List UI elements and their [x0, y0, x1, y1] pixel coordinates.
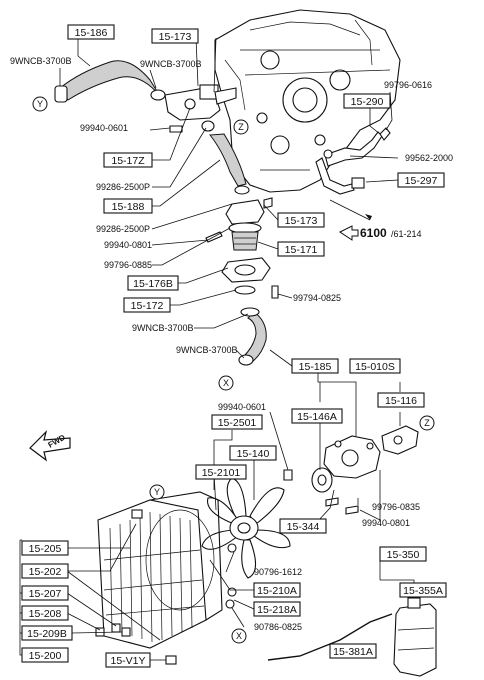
- part-number: 99796-0885: [104, 260, 152, 270]
- fwd-arrow: FWD: [29, 430, 71, 462]
- part-number: 9WNCB-3700B: [132, 323, 194, 333]
- part-number: 99796-0616: [384, 80, 432, 90]
- part-number: 99940-0601: [218, 402, 266, 412]
- boxed-part-label: 15-350: [387, 549, 420, 561]
- part-number: 99286-2500P: [96, 182, 150, 192]
- part-number: 99940-0801: [362, 518, 410, 528]
- callout-y-bottom: Y: [154, 487, 160, 497]
- upper-hose-drawing: [54, 60, 250, 195]
- part-number: 99286-2500P: [96, 224, 150, 234]
- reference-note: 6100 /61-214: [329, 199, 422, 241]
- reference-suffix: /61-214: [391, 229, 422, 239]
- part-number: 99940-0801: [104, 240, 152, 250]
- boxed-part-label: 15-173: [159, 31, 192, 43]
- thermostat-assembly-drawing: [205, 197, 279, 299]
- reference-page: 6100: [360, 226, 387, 240]
- boxed-part-label: 15-17Z: [111, 155, 145, 167]
- boxed-part-label: 15-186: [75, 27, 108, 39]
- boxed-part-label: 15-290: [351, 96, 384, 108]
- boxed-part-label: 15-200: [29, 650, 62, 662]
- boxed-part-label: 15-172: [131, 300, 164, 312]
- callout-x-bottom: X: [236, 631, 242, 641]
- boxed-part-label: 15-381A: [333, 646, 373, 658]
- water-pump-drawing: [283, 425, 419, 515]
- part-number: 9WNCB-3700B: [140, 59, 202, 69]
- boxed-labels: 15-186 15-173 15-290 15-17Z 15-297 15-18…: [21, 24, 447, 668]
- boxed-part-label: 15-173: [285, 215, 318, 227]
- boxed-part-label: 15-010S: [355, 361, 395, 373]
- boxed-part-label: 15-2101: [202, 467, 241, 479]
- radiator-drawing: [95, 491, 237, 665]
- boxed-part-label: 15-355A: [403, 585, 443, 597]
- boxed-part-label: 15-218A: [257, 604, 297, 616]
- boxed-part-label: 15-202: [29, 566, 62, 578]
- callout-circles: Y Z X Z Y X: [32, 96, 435, 644]
- part-number: 99562-2000: [405, 153, 453, 163]
- callout-z-top: Z: [238, 122, 244, 132]
- boxed-part-label: 15-176B: [133, 278, 173, 290]
- part-number-labels: 9WNCB-3700B 9WNCB-3700B 99796-0616 99940…: [10, 56, 453, 632]
- boxed-part-label: 15-146A: [297, 411, 337, 423]
- boxed-part-label: 15-116: [385, 395, 417, 407]
- part-number: 90796-1612: [254, 567, 302, 577]
- leader-lines: [19, 37, 421, 661]
- boxed-part-label: 15-2501: [218, 417, 257, 429]
- reservoir-drawing: [267, 597, 437, 677]
- boxed-part-label: 15-209B: [27, 628, 67, 640]
- part-number: 9WNCB-3700B: [10, 56, 72, 66]
- part-number: 90786-0825: [254, 622, 302, 632]
- callout-y-top: Y: [37, 99, 43, 109]
- boxed-part-label: 15-205: [29, 543, 62, 555]
- boxed-part-label: 15-208: [29, 608, 62, 620]
- boxed-part-label: 15-V1Y: [110, 655, 145, 667]
- part-number: 99796-0835: [372, 502, 420, 512]
- bypass-pipe-drawing: [315, 127, 391, 195]
- boxed-part-label: 15-207: [29, 588, 62, 600]
- boxed-part-label: 15-297: [405, 175, 438, 187]
- boxed-part-label: 15-188: [112, 201, 145, 213]
- lower-hose-drawing: [238, 307, 267, 366]
- boxed-part-label: 15-185: [299, 361, 332, 373]
- fan-drawing: [201, 477, 291, 579]
- boxed-part-label: 15-344: [287, 521, 320, 533]
- part-number: 99940-0601: [80, 123, 128, 133]
- callout-z-mid: Z: [424, 418, 430, 428]
- boxed-part-label: 15-171: [285, 244, 318, 256]
- boxed-part-label: 15-140: [237, 448, 270, 460]
- engine-block-drawing: [214, 9, 401, 193]
- part-number: 9WNCB-3700B: [176, 345, 238, 355]
- callout-x-mid: X: [223, 378, 229, 388]
- boxed-part-label: 15-210A: [257, 585, 297, 597]
- part-number: 99794-0825: [293, 293, 341, 303]
